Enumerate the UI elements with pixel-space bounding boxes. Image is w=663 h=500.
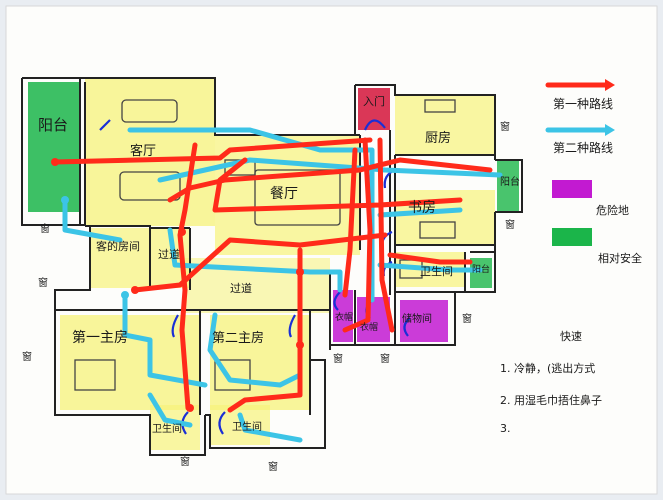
legend-danger: 危险地	[552, 180, 629, 217]
legend-route-1: 第一种路线	[545, 79, 615, 111]
window-storage-2: 窗	[40, 222, 50, 235]
room-fills	[60, 78, 495, 450]
window-bottom-1: 窗	[180, 455, 190, 468]
route-1-lines	[52, 137, 493, 413]
label-study: 书房	[408, 200, 436, 216]
legend-safe-label: 相对安全	[598, 251, 642, 265]
window-bottom-2: 窗	[268, 460, 278, 473]
notes-line-3: 3.	[500, 422, 511, 435]
danger-zones	[333, 88, 448, 342]
label-corridor-center: 过道	[230, 281, 252, 295]
label-master-2: 第二主房	[212, 330, 264, 346]
route-2-lines	[62, 127, 503, 443]
notes: 快速 1. 冷静，(逃出方式 2. 用湿毛巾捂住鼻子 3.	[500, 330, 602, 435]
label-guest-room: 客的房间	[96, 239, 140, 253]
window-bottom-3: 窗	[333, 352, 343, 365]
notes-title: 快速	[560, 330, 582, 343]
legend-route-2-label: 第二种路线	[553, 140, 613, 155]
label-storage: 储物间	[402, 312, 432, 325]
window-storage: 窗	[462, 312, 472, 325]
room-labels: 阳台 客厅 餐厅 入门 厨房 书房 卫生间 阳台 阳台 客的房间 过道 过道 第…	[38, 94, 520, 435]
furniture	[74, 99, 456, 391]
legend-route-2: 第二种路线	[545, 124, 615, 155]
window-kitchen: 窗	[500, 120, 510, 133]
window-master-1: 窗	[22, 350, 32, 363]
label-corridor-left: 过道	[158, 247, 180, 261]
route-nodes	[51, 158, 304, 412]
label-balcony-east-bottom: 阳台	[472, 263, 490, 275]
label-entrance: 入门	[363, 94, 385, 108]
notes-line-2: 2. 用湿毛巾捂住鼻子	[500, 393, 602, 407]
label-wc-2: 卫生间	[232, 420, 262, 433]
window-labels: 窗 窗 窗 窗 窗 窗 窗 窗 窗 窗	[22, 120, 515, 473]
legend-safe: 相对安全	[552, 228, 642, 265]
label-closet-1: 衣帽	[335, 311, 353, 323]
label-master-1: 第一主房	[72, 329, 128, 346]
safe-zones	[28, 82, 519, 288]
doors	[99, 119, 411, 435]
legend: 第一种路线 第二种路线 危险地 相对安全	[545, 79, 642, 265]
window-study: 窗	[505, 218, 515, 231]
window-west: 窗	[38, 276, 48, 289]
legend-route-1-label: 第一种路线	[553, 96, 613, 111]
legend-danger-label: 危险地	[596, 203, 629, 217]
label-dining-room: 餐厅	[270, 186, 298, 202]
walls	[21, 77, 523, 456]
label-balcony-east-top: 阳台	[500, 175, 520, 188]
label-kitchen: 厨房	[425, 130, 451, 146]
window-bottom-4: 窗	[380, 352, 390, 365]
label-bathroom: 卫生间	[420, 264, 453, 278]
label-living-room: 客厅	[130, 143, 156, 159]
label-wc-1: 卫生间	[152, 422, 182, 435]
label-closet-2: 衣帽	[360, 321, 378, 333]
notes-line-1: 1. 冷静，(逃出方式	[500, 361, 595, 375]
label-balcony-west: 阳台	[38, 116, 68, 134]
